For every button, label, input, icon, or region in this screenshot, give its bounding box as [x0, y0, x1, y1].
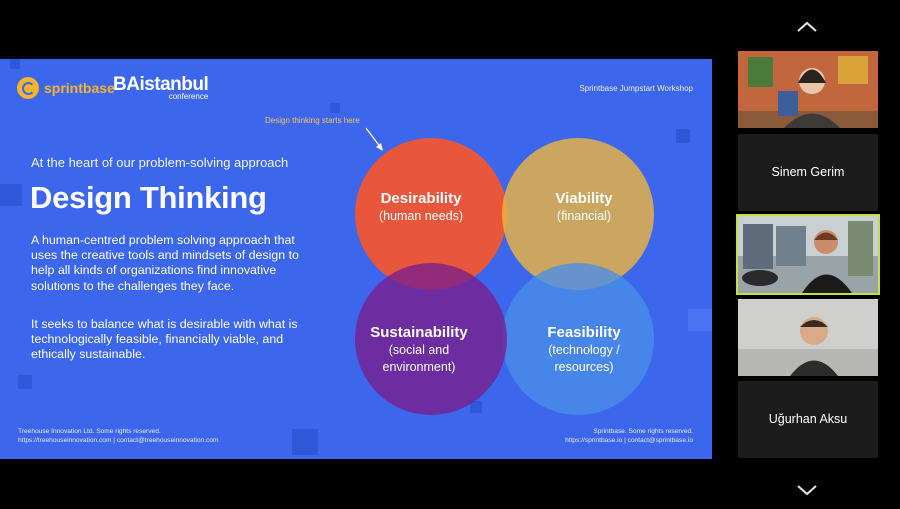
decor-square [0, 184, 22, 206]
participant-name: Uğurhan Aksu [768, 412, 848, 426]
workshop-label: Sprintbase Jumpstart Workshop [579, 84, 693, 93]
footer-left: Treehouse Innovation Ltd. Some rights re… [18, 428, 218, 445]
participant-tile-2[interactable]: Sinem Gerim [738, 134, 878, 211]
venn-subtitle2-sustainability: environment) [383, 360, 456, 374]
annotation-arrow [365, 127, 383, 151]
decor-square [688, 309, 712, 331]
slide-paragraph-2: It seeks to balance what is desirable wi… [31, 317, 298, 362]
shared-screen: sprintbase BAistanbul conference Sprintb… [0, 59, 712, 459]
participant-video-frame [738, 299, 878, 376]
venn-circle-sustainability [355, 263, 507, 415]
footer-left-line2: https://treehouseinnovation.com | contac… [18, 436, 219, 444]
ba-istanbul-logo: BAistanbul conference [113, 74, 209, 101]
footer-right-line2: https://sprintbase.io | contact@sprintba… [565, 436, 693, 444]
slide-kicker: At the heart of our problem-solving appr… [31, 155, 289, 170]
decor-square [10, 59, 20, 69]
decor-square [470, 401, 482, 413]
venn-title-sustainability: Sustainability [370, 324, 468, 341]
ba-logo-main: BAistanbul [113, 74, 209, 95]
footer-right-line1: Sprintbase. Some rights reserved. [593, 428, 693, 435]
decor-square [676, 129, 690, 143]
sprintbase-logo: sprintbase [17, 77, 115, 99]
participant-video-1[interactable] [738, 51, 878, 128]
venn-subtitle-desirability: (human needs) [379, 209, 463, 223]
footer-left-line1: Treehouse Innovation Ltd. Some rights re… [18, 428, 161, 435]
venn-subtitle-feasibility: (technology / [548, 343, 620, 357]
participant-video-frame [738, 216, 878, 293]
venn-title-desirability: Desirability [381, 190, 463, 207]
slide-paragraph-1: A human-centred problem solving approach… [31, 233, 299, 293]
participant-tile-5[interactable]: Uğurhan Aksu [738, 381, 878, 458]
venn-diagram: Desirability (human needs) Viability (finan… [355, 127, 654, 415]
participant-video-4[interactable] [738, 299, 878, 376]
participant-video-active-speaker[interactable] [736, 214, 880, 295]
decor-square [330, 103, 340, 113]
venn-title-feasibility: Feasibility [547, 324, 621, 341]
presentation-slide: sprintbase BAistanbul conference Sprintb… [0, 59, 712, 459]
chevron-down-icon[interactable] [796, 484, 818, 496]
participant-video-frame [738, 51, 878, 128]
venn-subtitle-sustainability: (social and [389, 343, 449, 357]
participant-name: Sinem Gerim [771, 165, 845, 179]
venn-circle-desirability [355, 138, 507, 290]
venn-title-viability: Viability [555, 190, 613, 207]
sprintbase-logo-text: sprintbase [44, 80, 115, 96]
chevron-up-icon[interactable] [796, 21, 818, 33]
footer-right: Sprintbase. Some rights reserved. https:… [565, 428, 693, 445]
ba-logo-sub: conference [168, 92, 209, 101]
slide-title: Design Thinking [30, 180, 267, 215]
venn-circle-viability [502, 138, 654, 290]
venn-subtitle2-feasibility: resources) [554, 360, 613, 374]
annotation-text: Design thinking starts here [265, 116, 360, 125]
sprintbase-mark-icon [17, 77, 39, 99]
venn-subtitle-viability: (financial) [557, 209, 611, 223]
decor-square [18, 375, 32, 389]
decor-square [292, 429, 318, 455]
venn-circle-feasibility [502, 263, 654, 415]
